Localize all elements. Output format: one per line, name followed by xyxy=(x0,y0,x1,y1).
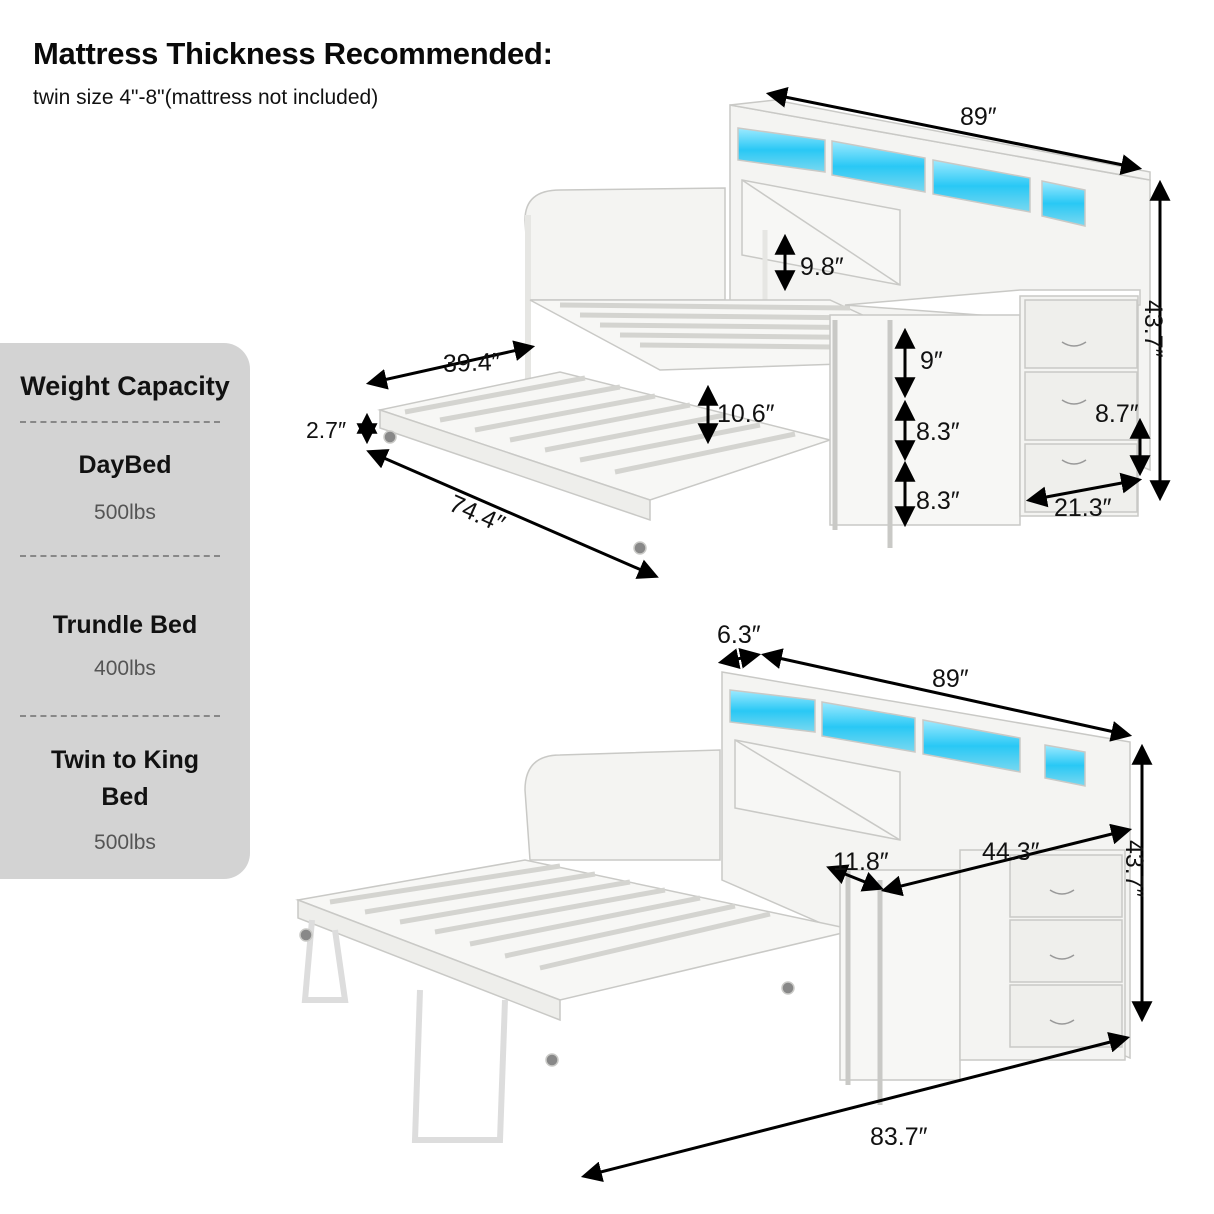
dim-drawer-height: 8.7″ xyxy=(1095,400,1139,428)
dim-trundle-width: 39.4″ xyxy=(442,348,501,378)
dim-shelf-1: 9″ xyxy=(920,347,943,375)
weight-capacity-heading: Weight Capacity xyxy=(20,371,230,401)
dim-shelf-3: 8.3″ xyxy=(916,487,960,515)
dim-total-length: 83.7″ xyxy=(870,1123,928,1151)
capacity-trundle-label: Trundle Bed xyxy=(52,611,198,639)
divider xyxy=(20,555,220,557)
dim-shelf-width: 11.8″ xyxy=(833,848,889,876)
mattress-note: twin size 4"-8"(mattress not included) xyxy=(33,86,379,109)
dim-total-height-top: 43.7″ xyxy=(1139,300,1167,358)
dim-trundle-height: 2.7″ xyxy=(306,417,347,443)
divider xyxy=(20,715,220,717)
page-title: Mattress Thickness Recommended: xyxy=(33,36,553,71)
capacity-king-label-line2: Bed xyxy=(101,783,149,811)
dim-headboard-length-bottom: 89″ xyxy=(932,665,969,693)
dim-cabinet-width: 44.3″ xyxy=(982,838,1040,866)
dim-headboard-length-top: 89″ xyxy=(960,103,997,131)
capacity-daybed-value: 500lbs xyxy=(94,501,156,524)
dim-shelf-2: 8.3″ xyxy=(916,418,960,446)
divider xyxy=(20,421,220,423)
daybed-top-illustration xyxy=(377,99,1151,555)
capacity-king-value: 500lbs xyxy=(94,831,156,854)
capacity-king-label: Twin to King xyxy=(50,746,200,774)
dim-headboard-clearance: 9.8″ xyxy=(800,253,844,281)
dim-headboard-depth: 6.3″ xyxy=(717,621,761,649)
dim-trundle-clearance: 10.6″ xyxy=(717,400,775,428)
dim-cabinet-depth: 21.3″ xyxy=(1054,494,1112,522)
capacity-daybed-label: DayBed xyxy=(78,451,172,479)
weight-capacity-panel: Weight Capacity DayBed 500lbs Trundle Be… xyxy=(0,343,250,879)
dim-total-height-bottom: 43.7″ xyxy=(1120,840,1148,898)
capacity-trundle-value: 400lbs xyxy=(94,657,156,680)
